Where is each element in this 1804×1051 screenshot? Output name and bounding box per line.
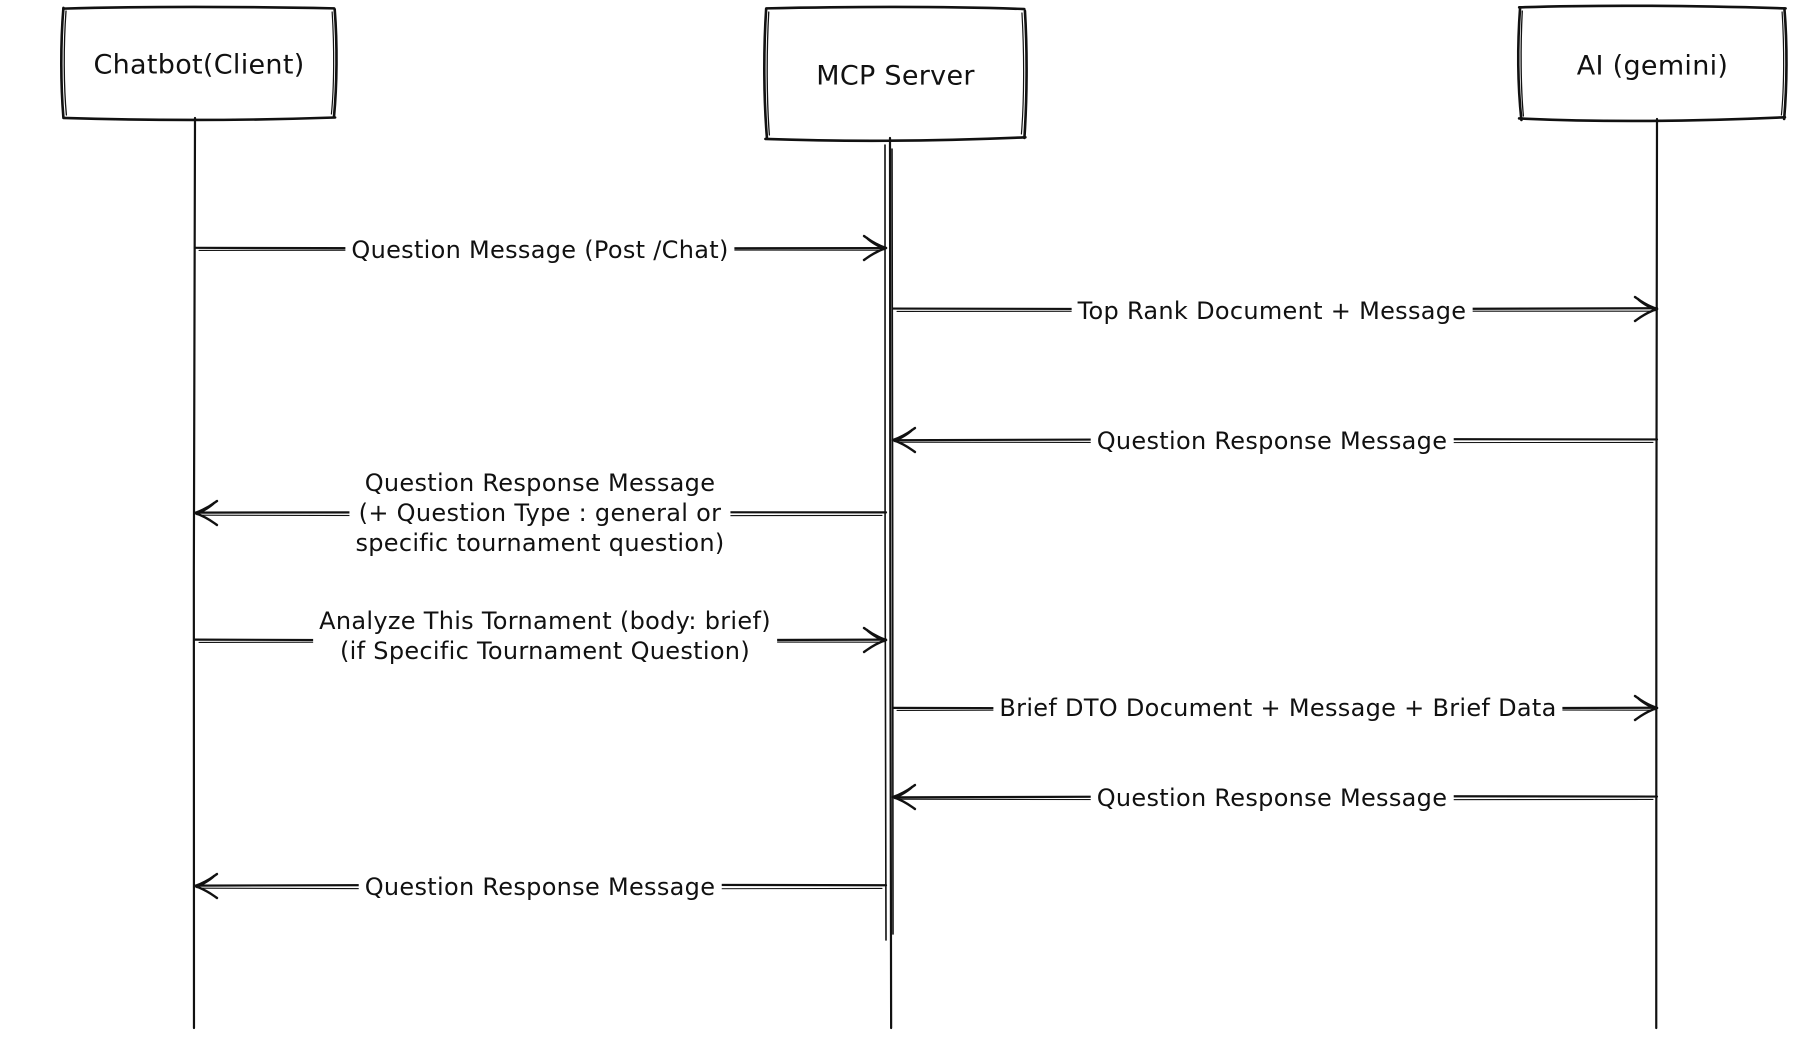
message-label-5: Analyze This Tornament (body: brief)(if … (313, 606, 777, 666)
message-label-6: Brief DTO Document + Message + Brief Dat… (993, 693, 1563, 723)
participant-label-chatbot: Chatbot(Client) (93, 49, 305, 81)
message-arrowhead-2 (1633, 295, 1659, 323)
message-arrowhead-4 (193, 499, 219, 527)
activation-bar-left-mcp (884, 144, 887, 941)
message-label-line: Top Rank Document + Message (1077, 297, 1467, 325)
lifeline-mcp (888, 136, 893, 1030)
message-label-line: (if Specific Tournament Question) (339, 637, 750, 665)
message-arrowhead-6 (1633, 694, 1659, 722)
message-label-8: Question Response Message (358, 872, 722, 902)
message-label-line: Brief DTO Document + Message + Brief Dat… (999, 694, 1557, 722)
message-label-line: Analyze This Tornament (body: brief) (319, 607, 771, 635)
message-label-line: specific tournament question) (355, 529, 725, 557)
message-arrowhead-8 (193, 872, 219, 900)
message-label-line: Question Message (Post /Chat) (351, 236, 729, 264)
participant-label-mcp: MCP Server (816, 60, 975, 91)
message-label-line: Question Response Message (364, 469, 716, 497)
message-label-line: (+ Question Type : general or (358, 499, 722, 527)
message-label-1: Question Message (Post /Chat) (345, 235, 735, 265)
activation-bar-right-mcp (891, 148, 894, 935)
lifeline-ai (1655, 117, 1659, 1030)
lifeline-chatbot (192, 116, 197, 1030)
participant-box-mcp (763, 5, 1028, 143)
message-arrowhead-7 (891, 783, 917, 811)
message-label-2: Top Rank Document + Message (1071, 296, 1473, 326)
participant-label-ai: AI (gemini) (1576, 50, 1729, 81)
message-label-line: Question Response Message (1096, 784, 1448, 812)
message-label-4: Question Response Message(+ Question Typ… (349, 468, 731, 558)
message-label-line: Question Response Message (1096, 427, 1448, 455)
message-arrowhead-5 (862, 626, 888, 654)
message-arrowhead-1 (862, 234, 888, 262)
participant-box-ai (1517, 4, 1788, 123)
message-arrowhead-3 (891, 426, 917, 454)
message-label-3: Question Response Message (1090, 426, 1454, 456)
message-label-7: Question Response Message (1090, 783, 1454, 813)
participant-box-chatbot (60, 5, 338, 122)
message-label-line: Question Response Message (364, 873, 716, 901)
